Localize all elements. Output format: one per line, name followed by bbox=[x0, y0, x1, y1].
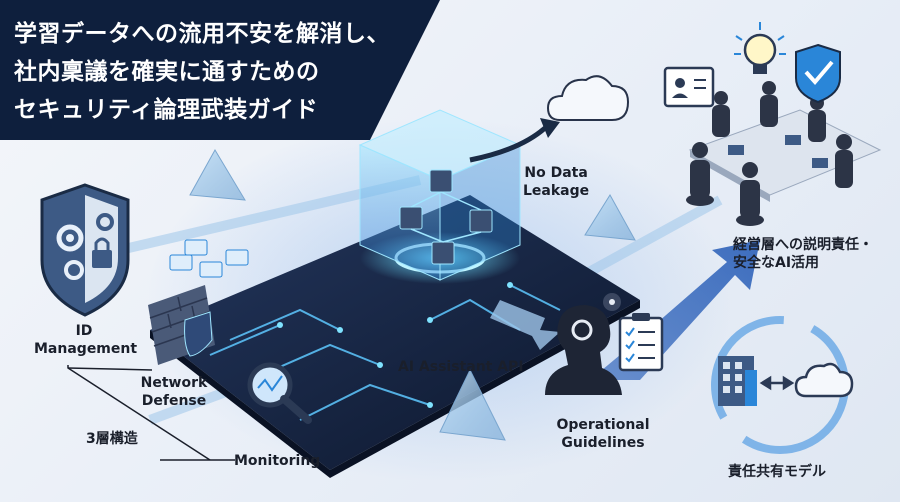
building-icon bbox=[718, 356, 757, 406]
no-data-leakage-label: No Data Leakage bbox=[523, 164, 589, 200]
monitoring-label: Monitoring bbox=[234, 453, 321, 469]
ai-assistant-api-label: AI Assistant API bbox=[398, 359, 524, 375]
accountability-line-1: 経営層への説明責任・ bbox=[733, 237, 873, 253]
no-data-leakage-line-1: No Data bbox=[524, 165, 588, 181]
lightbulb-icon bbox=[734, 22, 786, 74]
shield-gear-lock-icon bbox=[40, 183, 130, 317]
three-layer-label: 3層構造 bbox=[86, 431, 138, 447]
magnifier-icon bbox=[247, 362, 312, 424]
pyramid-shapes bbox=[189, 149, 636, 441]
accountability-line-2: 安全なAI活用 bbox=[733, 255, 820, 271]
check-shield-icon bbox=[795, 43, 841, 104]
id-management-label: ID Management bbox=[34, 322, 138, 358]
title-panel: 学習データへの流用不安を解消し、 社内稟議を確実に通すための セキュリティ論理武… bbox=[0, 0, 440, 140]
operational-line-1: Operational bbox=[556, 417, 650, 433]
presentation-screen-icon bbox=[663, 66, 715, 108]
network-defense-line-1: Network bbox=[140, 375, 208, 391]
checklist-icon bbox=[618, 313, 664, 372]
title-line-1: 学習データへの流用不安を解消し、 bbox=[14, 21, 390, 47]
cycle-icon bbox=[711, 316, 854, 454]
cloud-icon bbox=[546, 75, 630, 121]
network-defense-label: Network Defense bbox=[122, 374, 226, 410]
accountability-label: 経営層への説明責任・ 安全なAI活用 bbox=[733, 236, 873, 272]
title-line-3: セキュリティ論理武装ガイド bbox=[14, 97, 319, 123]
firewall-icon bbox=[148, 285, 215, 365]
network-defense-line-2: Defense bbox=[141, 393, 207, 409]
operational-line-2: Guidelines bbox=[561, 435, 645, 451]
meeting-icon bbox=[686, 81, 882, 226]
id-management-line-1: ID bbox=[75, 323, 93, 339]
title-line-2: 社内稟議を確実に通すための bbox=[14, 59, 320, 85]
no-data-leakage-line-2: Leakage bbox=[523, 183, 590, 199]
glass-cube bbox=[358, 109, 522, 281]
operational-guidelines-label: Operational Guidelines bbox=[548, 416, 658, 452]
shared-responsibility-label: 責任共有モデル bbox=[728, 464, 826, 480]
no-leakage-arrow bbox=[469, 126, 547, 163]
small-cloud-icon bbox=[794, 362, 854, 398]
head-gear-icon bbox=[545, 293, 622, 395]
id-management-line-2: Management bbox=[34, 341, 138, 357]
